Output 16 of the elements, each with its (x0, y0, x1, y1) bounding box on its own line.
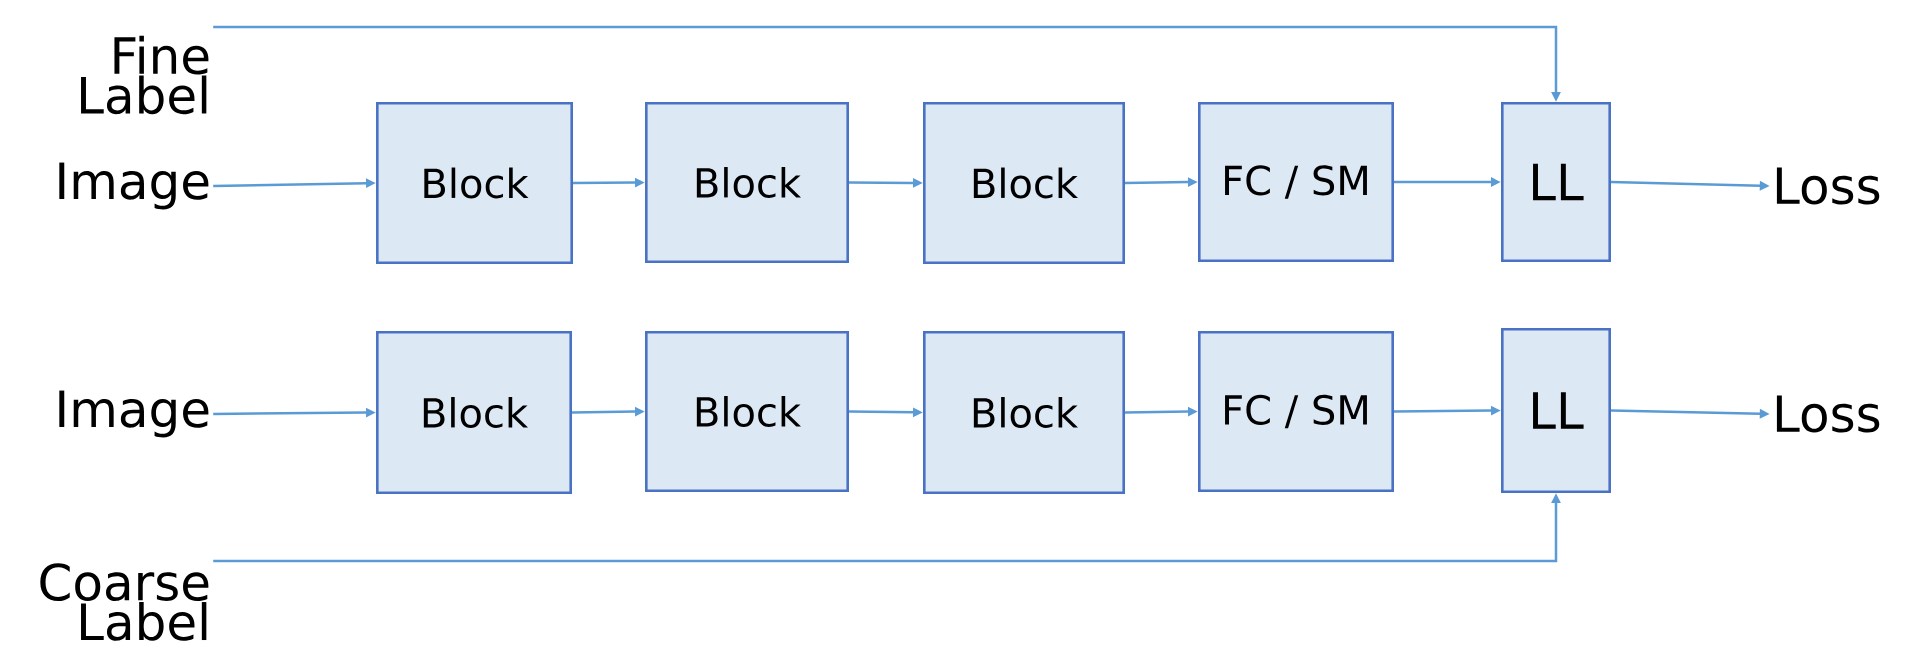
process-box: Block (923, 102, 1125, 264)
process-box: LL (1501, 102, 1611, 262)
input-label: Image (59, 162, 209, 210)
process-box: Block (645, 102, 849, 263)
process-box: Block (923, 331, 1125, 494)
process-box: Block (645, 331, 849, 492)
input-label: Image (59, 390, 209, 438)
process-box: FC / SM (1198, 102, 1394, 262)
input-label: Fine Label (81, 35, 209, 115)
output-label: Loss (1776, 395, 1880, 433)
process-box: Block (376, 331, 572, 494)
output-label: Loss (1776, 167, 1880, 205)
process-box: LL (1501, 328, 1611, 493)
input-label: Coarse Label (40, 563, 209, 641)
process-box: FC / SM (1198, 331, 1394, 492)
process-box: Block (376, 102, 573, 264)
